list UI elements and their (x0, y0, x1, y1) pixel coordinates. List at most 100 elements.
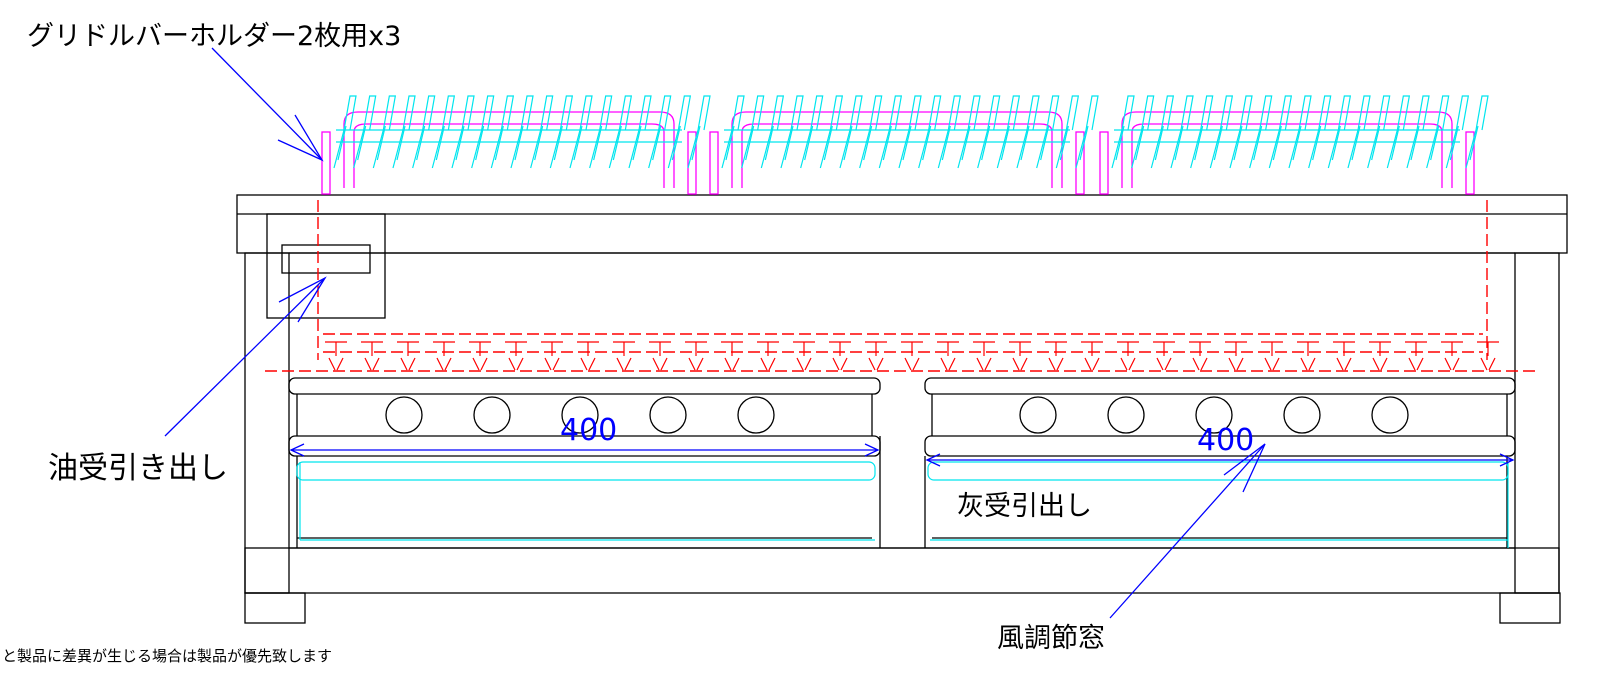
grate-tooth (433, 341, 455, 371)
grate-tooth (1369, 341, 1391, 371)
griddle-bar-rail (724, 129, 1070, 143)
dim-right-value: 400 (1197, 423, 1254, 458)
right-firebox-top (924, 377, 1516, 395)
grate-tooth (1081, 341, 1103, 371)
holder-end-post (1099, 131, 1109, 195)
air-hole (1019, 396, 1057, 434)
grate-tooth (721, 341, 743, 371)
grate-tooth (1297, 341, 1319, 371)
holder-handle-inner (1131, 123, 1443, 188)
drawer-inner-lines (296, 461, 1509, 548)
griddle-bar-holder (1099, 95, 1489, 195)
holder-handle (731, 111, 1063, 188)
holder-leader (211, 47, 323, 161)
grate-tooth (757, 341, 779, 371)
dim-left-arrow-l (289, 443, 305, 457)
grate-tooth (1333, 341, 1355, 371)
dim-left-arrow-r (864, 443, 880, 457)
damper-leader (1109, 443, 1266, 619)
grate-tooth (685, 341, 707, 371)
grate-tooth (1405, 341, 1427, 371)
holder-end-post (321, 131, 331, 195)
top-plate (236, 194, 1568, 254)
grate-tooth (505, 341, 527, 371)
right-drawer-inner (927, 461, 1509, 481)
damper-leader-arrow (1223, 443, 1266, 493)
grate-tooth (1225, 341, 1247, 371)
grate-tooth (397, 341, 419, 371)
grate-tooth (613, 341, 635, 371)
grate-tooth (1117, 341, 1139, 371)
holder-handle-inner (353, 123, 665, 188)
right-foot (1499, 592, 1561, 624)
grate-tooth (469, 341, 491, 371)
oil-drawer-leader (164, 277, 326, 437)
grate-tooth (865, 341, 887, 371)
grate-tooth (577, 341, 599, 371)
dim-right-arrow-l (925, 453, 941, 467)
griddle-bar-rail (336, 129, 682, 143)
air-hole (649, 396, 687, 434)
ash-drawer-label: 灰受引出し (957, 491, 1092, 522)
grate-hidden-lines (265, 200, 1540, 372)
left-drawer-inner (296, 461, 876, 481)
disclaimer-note: と製品に差異が生じる場合は製品が優先致します (2, 647, 332, 665)
holder-end-post (687, 131, 697, 195)
grate-tooth (325, 341, 347, 371)
oil-drawer-label: 油受引き出し (48, 451, 228, 486)
griddle-bar-holders (321, 95, 1489, 195)
grate-tooth (649, 341, 671, 371)
grate-tooth (1189, 341, 1211, 371)
grate-tooth (541, 341, 563, 371)
grate-tooth (1261, 341, 1283, 371)
holder-end-post (1465, 131, 1475, 195)
grate-tooth (793, 341, 815, 371)
right-leg (1514, 252, 1560, 594)
dim-right-arrow-r (1499, 453, 1515, 467)
oil-drawer-handle (281, 244, 371, 274)
left-firebox-top (288, 377, 881, 395)
right-ash-drawer-top (924, 435, 1516, 457)
holder-end-post (709, 131, 719, 195)
grate-tooth (901, 341, 923, 371)
air-hole (1283, 396, 1321, 434)
grate-tooth (361, 341, 383, 371)
grate-teeth (325, 341, 1499, 371)
dim-left-value: 400 (560, 413, 617, 448)
leader-lines (164, 47, 1266, 619)
damper-label: 風調節窓 (997, 623, 1105, 654)
air-hole (1371, 396, 1409, 434)
air-hole (561, 396, 599, 434)
oil-drawer-box (266, 213, 386, 319)
griddle-bar-inner (725, 125, 1089, 161)
griddle-bar-holder (321, 95, 711, 195)
air-holes (385, 396, 1409, 434)
grate-tooth (1153, 341, 1175, 371)
grate-tooth (1045, 341, 1067, 371)
air-hole (385, 396, 423, 434)
air-hole (1195, 396, 1233, 434)
holder-leader-arrow (277, 114, 324, 162)
bottom-frame (244, 547, 1560, 594)
holder-handle-inner (741, 123, 1053, 188)
left-foot (244, 592, 306, 624)
dimension-lines (289, 443, 1515, 467)
griddle-bar-rail (1114, 129, 1460, 143)
grate-tooth (937, 341, 959, 371)
oil-drawer-leader-arrow (278, 276, 327, 323)
griddle-bar-inner (337, 125, 701, 161)
body-outline (236, 194, 1568, 624)
holder-handle (343, 111, 675, 188)
griddle-bar-holder (709, 95, 1099, 195)
air-hole (737, 396, 775, 434)
grate-tooth (1009, 341, 1031, 371)
air-hole (473, 396, 511, 434)
air-hole (1107, 396, 1145, 434)
griddle-bar (333, 95, 711, 169)
griddle-bar-inner (1115, 125, 1479, 161)
grate-tooth (1477, 341, 1499, 371)
holder-label: グリドルバーホルダー2枚用x3 (27, 21, 401, 52)
holder-end-post (1075, 131, 1085, 195)
holder-handle (1121, 111, 1453, 188)
